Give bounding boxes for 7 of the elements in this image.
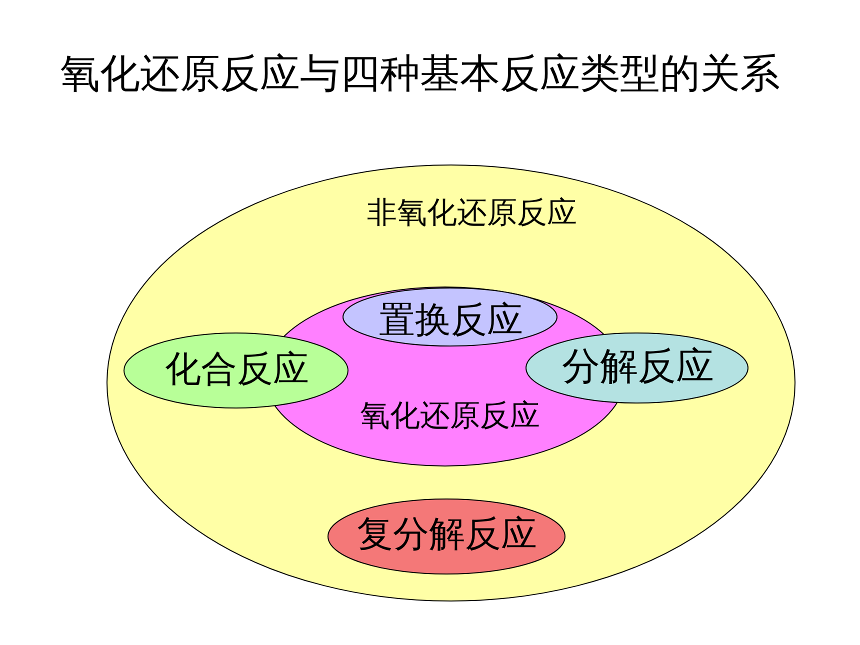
ellipse-label: 氧化还原反应 — [360, 400, 540, 432]
ellipse-label: 化合反应 — [165, 350, 309, 390]
ellipse-label: 非氧化还原反应 — [367, 196, 577, 230]
ellipse-label: 分解反应 — [562, 346, 714, 388]
title: 氧化还原反应与四种基本反应类型的关系 — [60, 50, 780, 98]
ellipse-label: 置换反应 — [379, 301, 523, 341]
ellipse-label: 复分解反应 — [357, 515, 537, 555]
